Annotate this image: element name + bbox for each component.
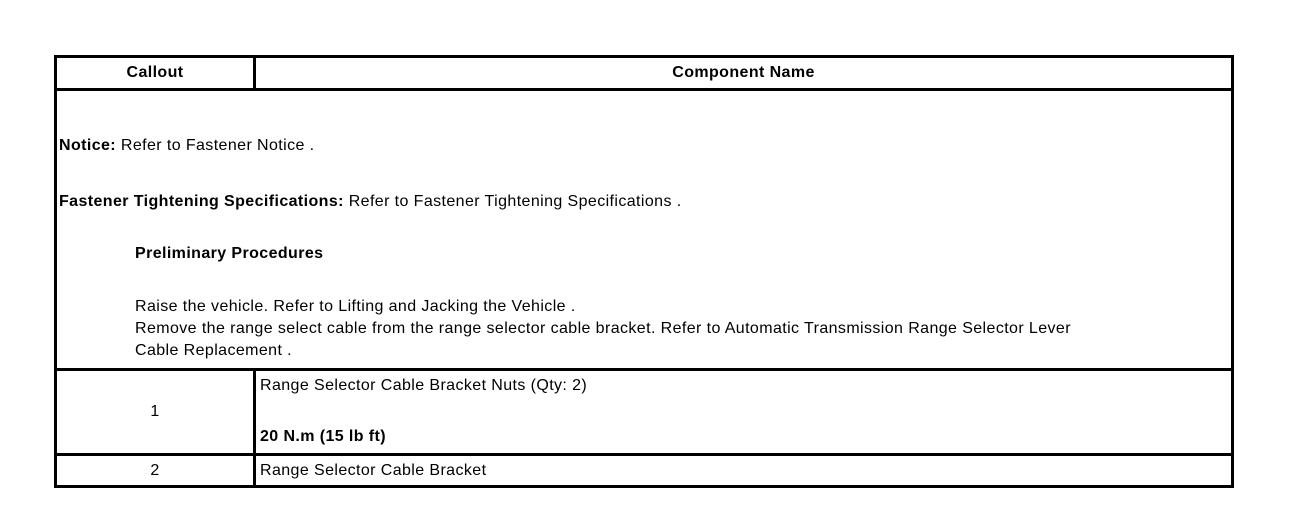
fastener-spec-text: Refer to Fastener Tightening Specificati…: [343, 193, 682, 210]
table-row: 2 Range Selector Cable Bracket: [57, 456, 1231, 485]
torque-spec-text: 20 N.m (15 lb ft): [260, 428, 386, 445]
preliminary-procedures-heading: Preliminary Procedures: [135, 245, 324, 262]
table-row: 1 Range Selector Cable Bracket Nuts (Qty…: [57, 371, 1231, 456]
callout-number: 1: [57, 371, 256, 453]
header-cell-component-name: Component Name: [672, 64, 815, 81]
notice-paragraph: Notice: Refer to Fastener Notice .: [59, 135, 1229, 157]
procedure-line: Raise the vehicle. Refer to Lifting and …: [135, 298, 576, 315]
component-callout-table: Callout Component Name Notice: Refer to …: [54, 55, 1234, 488]
notes-merged-cell: Notice: Refer to Fastener Notice . Faste…: [57, 91, 1231, 371]
fastener-spec-label: Fastener Tightening Specifications:: [59, 193, 344, 210]
component-cell: Range Selector Cable Bracket: [256, 456, 1231, 485]
notice-label: Notice:: [59, 137, 117, 154]
component-name-text: Range Selector Cable Bracket: [260, 461, 487, 479]
procedure-steps: Raise the vehicle. Refer to Lifting and …: [135, 296, 1229, 362]
header-cell-callout: Callout: [57, 58, 256, 88]
table-header-row: Callout Component Name: [57, 58, 1231, 91]
fastener-spec-paragraph: Fastener Tightening Specifications: Refe…: [59, 191, 1229, 213]
notice-text: Refer to Fastener Notice .: [116, 137, 315, 154]
callout-number: 2: [57, 456, 256, 485]
procedure-line: Cable Replacement .: [135, 342, 293, 359]
procedure-line: Remove the range select cable from the r…: [135, 320, 1071, 337]
component-cell: Range Selector Cable Bracket Nuts (Qty: …: [256, 371, 1231, 453]
component-name-text: Range Selector Cable Bracket Nuts (Qty: …: [260, 377, 588, 394]
